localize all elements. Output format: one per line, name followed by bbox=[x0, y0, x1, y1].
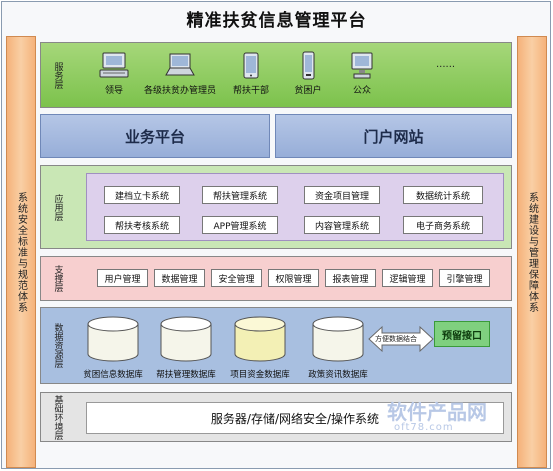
tablet-icon bbox=[243, 52, 259, 79]
support-layer-label: 支撑层 bbox=[52, 265, 63, 292]
application-layer-label: 应用层 bbox=[52, 193, 63, 221]
system-chip: APP管理系统 bbox=[202, 216, 278, 234]
service-item-label: 贫困户 bbox=[294, 86, 322, 96]
service-layer-label: 服务层 bbox=[52, 61, 63, 89]
database-cylinder: 贫困信息数据库 bbox=[83, 316, 143, 380]
system-chip: 帮扶管理系统 bbox=[202, 186, 278, 204]
module-chip: 权限管理 bbox=[268, 269, 319, 287]
desktop-computer-icon bbox=[99, 52, 129, 78]
system-chip: 内容管理系统 bbox=[304, 216, 380, 234]
application-systems-panel: 建档立卡系统 帮扶管理系统 资金项目管理 数据统计系统 帮扶考核系统 APP管理… bbox=[86, 173, 504, 241]
application-layer: 应用层 建档立卡系统 帮扶管理系统 资金项目管理 数据统计系统 帮扶考核系统 A… bbox=[40, 165, 512, 249]
database-icon bbox=[234, 316, 286, 362]
service-item-public: 公众 bbox=[317, 51, 407, 96]
data-resource-layer-label: 数据资源层 bbox=[52, 323, 63, 368]
arrow-label: 方便数据结合 bbox=[375, 335, 417, 343]
database-icon bbox=[87, 316, 139, 362]
management-guarantee-bar: 系统建设与管理保障体系 bbox=[517, 36, 547, 468]
system-chip: 数据统计系统 bbox=[403, 186, 483, 204]
reserved-interface-box: 预留接口 bbox=[434, 321, 490, 347]
system-chip: 电子商务系统 bbox=[403, 216, 483, 234]
database-icon bbox=[312, 316, 364, 362]
double-arrow-icon bbox=[368, 325, 434, 353]
service-item-admin: 各级扶贫办管理员 bbox=[130, 51, 230, 96]
database-cylinder: 帮扶管理数据库 bbox=[156, 316, 216, 380]
database-cylinder: 政策资讯数据库 bbox=[308, 316, 368, 380]
module-chip: 引擎管理 bbox=[439, 269, 490, 287]
system-chip: 建档立卡系统 bbox=[104, 186, 180, 204]
watermark-url: oft78.com bbox=[394, 422, 454, 433]
infrastructure-layer: 基础环境层 服务器/存储/网络安全/操作系统 bbox=[40, 392, 512, 442]
database-label: 贫困信息数据库 bbox=[83, 370, 143, 380]
service-item-label: 各级扶贫办管理员 bbox=[143, 86, 216, 96]
infrastructure-content: 服务器/存储/网络安全/操作系统 bbox=[86, 402, 504, 434]
watermark-title: 软件产品网 bbox=[387, 400, 487, 424]
service-item-label: 领导 bbox=[104, 86, 123, 96]
page-title: 精准扶贫信息管理平台 bbox=[186, 11, 367, 31]
module-chip: 安全管理 bbox=[211, 269, 262, 287]
security-standards-label: 系统安全标准与规范体系 bbox=[15, 191, 27, 313]
infrastructure-layer-label: 基础环境层 bbox=[52, 394, 63, 440]
service-item-label: 帮扶干部 bbox=[232, 86, 269, 96]
module-chip: 用户管理 bbox=[97, 269, 148, 287]
database-label: 政策资讯数据库 bbox=[308, 370, 368, 380]
system-chip: 帮扶考核系统 bbox=[104, 216, 180, 234]
database-cylinder: 项目资金数据库 bbox=[230, 316, 290, 380]
database-label: 项目资金数据库 bbox=[230, 370, 290, 380]
service-item-label: 公众 bbox=[352, 86, 371, 96]
module-chip: 数据管理 bbox=[154, 269, 205, 287]
desktop-computer-icon bbox=[351, 52, 373, 79]
support-layer: 支撑层 用户管理 数据管理 安全管理 权限管理 报表管理 逻辑管理 引擎管理 bbox=[40, 256, 512, 301]
database-icon bbox=[160, 316, 212, 362]
mobile-phone-icon bbox=[302, 51, 315, 80]
service-layer: 服务层 领导 各级扶贫办管理员 帮扶干部 贫困户 公众 ...... bbox=[40, 42, 512, 108]
system-chip: 资金项目管理 bbox=[304, 186, 380, 204]
business-platform-box: 业务平台 bbox=[40, 114, 270, 158]
portal-website-box: 门户网站 bbox=[275, 114, 512, 158]
module-chip: 逻辑管理 bbox=[382, 269, 433, 287]
security-standards-bar: 系统安全标准与规范体系 bbox=[6, 36, 36, 468]
module-chip: 报表管理 bbox=[325, 269, 376, 287]
management-guarantee-label: 系统建设与管理保障体系 bbox=[526, 191, 538, 313]
service-item-leader: 领导 bbox=[69, 51, 159, 96]
service-item-cadre: 帮扶干部 bbox=[206, 51, 296, 96]
data-resource-layer: 数据资源层 贫困信息数据库 帮扶管理数据库 项目资金数据库 政策资讯数据库 方便… bbox=[40, 307, 512, 384]
laptop-icon bbox=[165, 53, 195, 76]
service-item-household: 贫困户 bbox=[263, 51, 353, 96]
database-label: 帮扶管理数据库 bbox=[156, 370, 216, 380]
more-ellipsis: ...... bbox=[436, 59, 456, 70]
